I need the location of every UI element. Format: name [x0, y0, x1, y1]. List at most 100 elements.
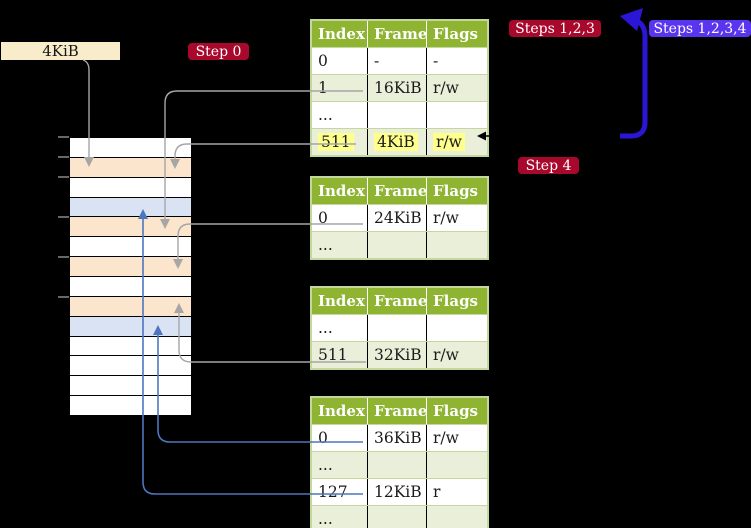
step-4-badge: Step 4 [518, 157, 579, 174]
table-cell: ... [312, 232, 368, 258]
table-row: 0 24KiB r/w [312, 204, 487, 231]
table-cell [368, 315, 427, 341]
table-cell: ... [312, 315, 368, 341]
table-cell: 511 [312, 342, 368, 368]
steps-123-label: Steps 1,2,3 [515, 20, 595, 37]
cell-value: r [433, 483, 441, 501]
cell-value: ... [318, 510, 333, 528]
table-cell: 32KiB [368, 342, 427, 368]
table-cell: ... [312, 102, 368, 128]
memory-row-3 [70, 177, 191, 198]
steps-123-badge: Steps 1,2,3 [509, 20, 601, 37]
column-header: Index [312, 178, 368, 204]
cell-value: - [374, 52, 380, 70]
table-cell: 0 [312, 205, 368, 231]
table-cell [427, 102, 487, 128]
memory-row-14 [70, 396, 191, 417]
table-cell [427, 452, 487, 478]
memory-row-4 [70, 197, 191, 218]
column-header: Index [312, 398, 368, 424]
cell-value: 0 [318, 429, 328, 447]
table-cell: r/w [427, 425, 487, 451]
table-cell [368, 506, 427, 528]
table-cell [427, 315, 487, 341]
physical-memory-column [70, 137, 191, 417]
table-row: 127 12KiB r [312, 478, 487, 505]
cell-value: ... [318, 106, 333, 124]
step-0-label: Step 0 [195, 43, 242, 60]
cell-value: ... [318, 319, 333, 337]
column-header: Flags [433, 25, 478, 43]
table-cell: 127 [312, 479, 368, 505]
table-cell: 36KiB [368, 425, 427, 451]
memory-row-2 [70, 157, 191, 178]
cell-value: 16KiB [374, 79, 422, 97]
memory-row-5 [70, 217, 191, 238]
cell-value: - [433, 52, 439, 70]
table-cell: 24KiB [368, 205, 427, 231]
column-header: Frame [368, 178, 427, 204]
table-cell: ... [312, 506, 368, 528]
table-cell: - [368, 48, 427, 74]
frame-size-box: 4KiB [1, 42, 120, 60]
table-cell [427, 232, 487, 258]
table-row: ... [312, 505, 487, 528]
step-4-label: Step 4 [525, 157, 572, 174]
table-cell: - [427, 48, 487, 74]
column-header: Index [312, 21, 368, 47]
table-row: 0 - - [312, 47, 487, 74]
cell-value: 511 [318, 133, 354, 151]
column-header: Flags [433, 402, 478, 420]
memory-row-8 [70, 277, 191, 297]
memory-row-11 [70, 336, 191, 357]
column-header: Flags [433, 292, 478, 310]
cell-value: 24KiB [374, 209, 422, 227]
memory-row-10 [70, 316, 191, 337]
table-cell: r/w [427, 342, 487, 368]
cell-value: r/w [433, 429, 459, 447]
table-cell: 511 [312, 129, 368, 155]
table-cell: 1 [312, 75, 368, 101]
cell-value: r/w [433, 209, 459, 227]
table-row: 511 4KiB r/w [312, 128, 487, 155]
cell-value: 32KiB [374, 346, 422, 364]
table-cell [368, 232, 427, 258]
column-header: Frame [368, 398, 427, 424]
table-cell [427, 506, 487, 528]
cell-value: r/w [433, 79, 459, 97]
table-cell [368, 102, 427, 128]
table-row: ... [312, 231, 487, 258]
steps-1234-label: Steps 1,2,3,4 [653, 20, 747, 37]
cell-value: r/w [433, 133, 465, 151]
table-cell: 12KiB [368, 479, 427, 505]
cell-value: r/w [433, 346, 459, 364]
column-header: Flags [433, 182, 478, 200]
flow-arrow-head-icon [620, 8, 643, 31]
memory-row-12 [70, 356, 191, 377]
memory-row-1 [70, 137, 191, 158]
column-header: Frame [368, 21, 427, 47]
flow-arrow-steps [620, 18, 648, 139]
cell-value: 0 [318, 52, 328, 70]
steps-1234-badge: Steps 1,2,3,4 [649, 20, 751, 37]
table-row: ... [312, 314, 487, 341]
column-header: Index [312, 288, 368, 314]
memory-tick-marks [58, 136, 69, 298]
cell-value: 127 [318, 483, 348, 501]
table-cell [368, 452, 427, 478]
table-row: 511 32KiB r/w [312, 341, 487, 368]
table-cell: 0 [312, 48, 368, 74]
table-cell: r/w [427, 75, 487, 101]
cell-value: 1 [318, 79, 328, 97]
table-cell: 4KiB [368, 129, 427, 155]
column-header: Frame [368, 288, 427, 314]
table-row: 1 16KiB r/w [312, 74, 487, 101]
table-row: 0 36KiB r/w [312, 424, 487, 451]
